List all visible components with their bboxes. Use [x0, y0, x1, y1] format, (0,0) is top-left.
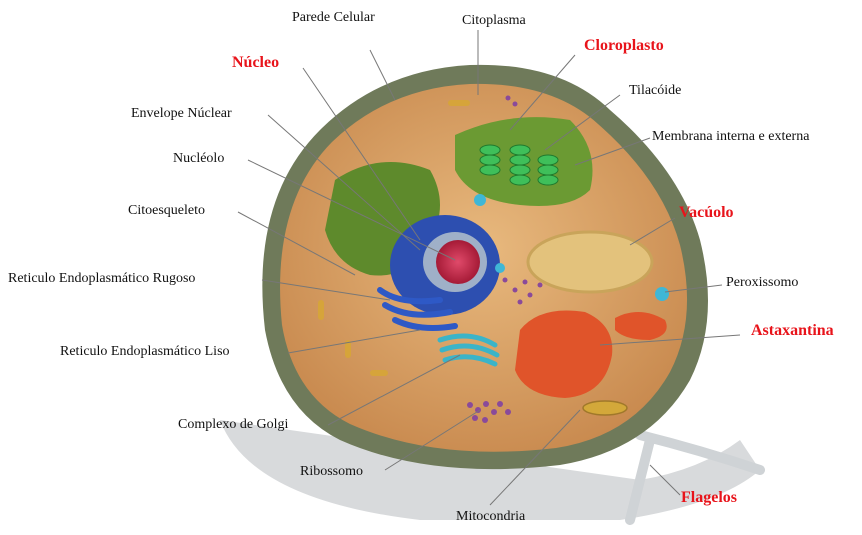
rod-organelle: [370, 370, 388, 376]
label-ribossomo: Ribossomo: [300, 465, 363, 479]
label-astaxantina: Astaxantina: [751, 323, 834, 339]
label-citoplasma: Citoplasma: [462, 14, 526, 28]
label-reticulo-liso: Reticulo Endoplasmático Liso: [60, 345, 230, 359]
label-cloroplasto: Cloroplasto: [584, 38, 664, 54]
mitochondrion: [583, 401, 627, 415]
vesicle: [474, 194, 486, 206]
vesicle: [495, 263, 505, 273]
label-nucleo: Núcleo: [232, 55, 279, 71]
label-flagelos: Flagelos: [681, 490, 737, 506]
label-complexo-golgi: Complexo de Golgi: [178, 418, 288, 432]
nucleolus: [436, 240, 480, 284]
label-citoesqueleto: Citoesqueleto: [128, 204, 205, 218]
label-membrana: Membrana interna e externa: [652, 130, 809, 144]
rod-organelle: [318, 300, 324, 320]
label-tilacoide: Tilacóide: [629, 84, 681, 98]
rod-organelle: [448, 100, 470, 106]
label-parede-celular: Parede Celular: [292, 11, 375, 25]
label-reticulo-rugoso: Reticulo Endoplasmático Rugoso: [8, 272, 195, 286]
label-nucleolo: Nucléolo: [173, 152, 224, 166]
label-vacuolo: Vacúolo: [679, 205, 734, 221]
peroxisome: [655, 287, 669, 301]
astaxanthin-body: [515, 310, 612, 398]
label-envelope-nuclear: Envelope Núclear: [131, 107, 232, 121]
label-peroxissomo: Peroxissomo: [726, 276, 798, 290]
label-mitocondria: Mitocondria: [456, 510, 525, 524]
vacuole: [528, 232, 652, 292]
